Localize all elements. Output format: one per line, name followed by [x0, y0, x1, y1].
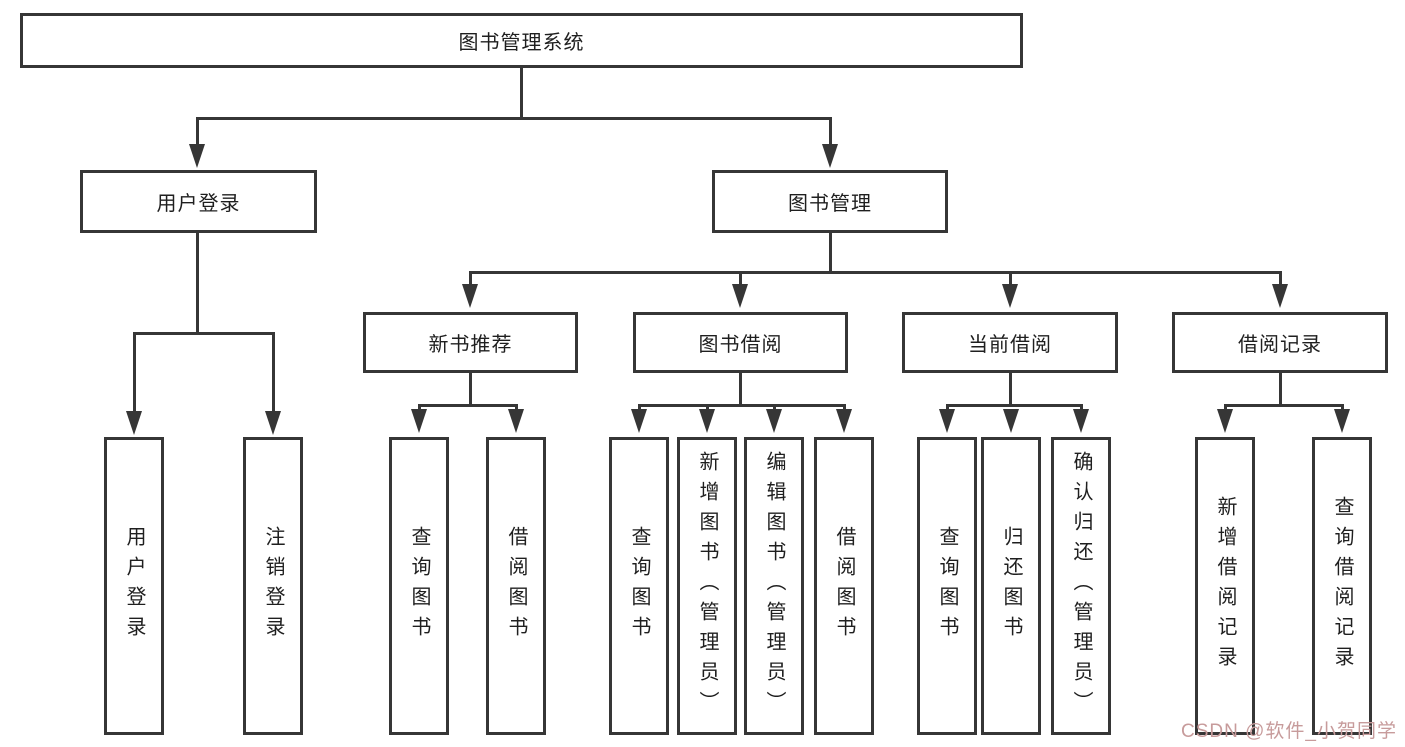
connector-line [772, 405, 776, 411]
arrow-down-icon [1272, 284, 1288, 308]
connector-line [195, 117, 832, 120]
leaf-borrow-books-label: 借阅图书 [833, 526, 855, 646]
connector-line [195, 233, 199, 334]
leaf-add-borrow-record: 新增借阅记录 [1195, 437, 1255, 735]
leaf-return-books-label: 归还图书 [1000, 526, 1022, 646]
arrow-down-icon [265, 411, 281, 435]
connector-line [842, 405, 846, 411]
node-borrow-records: 借阅记录 [1172, 312, 1388, 373]
connector-line [637, 405, 641, 411]
leaf-confirm-return-admin-label: 确认归还（管理员） [1070, 451, 1092, 721]
arrow-down-icon [699, 409, 715, 433]
leaf-query-books-borrow: 查询图书 [609, 437, 669, 735]
arrow-down-icon [631, 409, 647, 433]
leaf-query-books-current-label: 查询图书 [936, 526, 958, 646]
connector-line [514, 405, 518, 411]
node-book-management: 图书管理 [712, 170, 948, 233]
node-user-login: 用户登录 [80, 170, 317, 233]
leaf-logout-label: 注销登录 [262, 526, 284, 646]
leaf-add-book-admin-label: 新增图书（管理员） [696, 451, 718, 721]
arrow-down-icon [1003, 409, 1019, 433]
leaf-borrow-books-recommend: 借阅图书 [486, 437, 546, 735]
node-new-book-recommend: 新书推荐 [363, 312, 578, 373]
connector-line [195, 118, 199, 146]
connector-line [738, 272, 742, 286]
connector-line [468, 270, 1282, 274]
node-book-borrow: 图书借阅 [633, 312, 848, 373]
connector-line [417, 403, 518, 407]
leaf-user-login-label: 用户登录 [123, 526, 145, 646]
connector-line [1008, 373, 1012, 407]
connector-line [1340, 405, 1344, 411]
connector-line [132, 331, 275, 335]
arrow-down-icon [1334, 409, 1350, 433]
connector-line [828, 118, 832, 146]
node-new-book-recommend-label: 新书推荐 [428, 334, 513, 356]
arrow-down-icon [508, 409, 524, 433]
leaf-logout: 注销登录 [243, 437, 303, 735]
arrow-down-icon [939, 409, 955, 433]
connector-line [468, 272, 472, 286]
node-book-management-label: 图书管理 [788, 193, 872, 215]
connector-line [705, 405, 709, 411]
connector-line [519, 68, 523, 120]
leaf-query-borrow-record: 查询借阅记录 [1312, 437, 1372, 735]
connector-line [132, 333, 136, 413]
leaf-query-books-recommend-label: 查询图书 [408, 526, 430, 646]
leaf-edit-book-admin: 编辑图书（管理员） [744, 437, 804, 735]
connector-line [417, 405, 421, 411]
arrow-down-icon [822, 144, 838, 168]
connector-line [1223, 405, 1227, 411]
node-user-login-label: 用户登录 [156, 193, 241, 215]
node-borrow-records-label: 借阅记录 [1238, 334, 1322, 356]
node-root-label: 图书管理系统 [458, 32, 585, 54]
node-current-borrow: 当前借阅 [902, 312, 1118, 373]
connector-line [271, 333, 275, 413]
connector-line [945, 403, 1083, 407]
arrow-down-icon [732, 284, 748, 308]
leaf-query-books-recommend: 查询图书 [389, 437, 449, 735]
connector-line [945, 405, 949, 411]
leaf-query-books-borrow-label: 查询图书 [628, 526, 650, 646]
leaf-add-borrow-record-label: 新增借阅记录 [1214, 496, 1236, 676]
arrow-down-icon [462, 284, 478, 308]
leaf-query-borrow-record-label: 查询借阅记录 [1331, 496, 1353, 676]
arrow-down-icon [836, 409, 852, 433]
connector-line [738, 373, 742, 407]
leaf-return-books: 归还图书 [981, 437, 1041, 735]
arrow-down-icon [1073, 409, 1089, 433]
connector-line [1223, 403, 1344, 407]
arrow-down-icon [766, 409, 782, 433]
connector-line [468, 373, 472, 407]
connector-line [828, 233, 832, 274]
node-root: 图书管理系统 [20, 13, 1023, 68]
arrow-down-icon [126, 411, 142, 435]
leaf-edit-book-admin-label: 编辑图书（管理员） [763, 451, 785, 721]
leaf-user-login: 用户登录 [104, 437, 164, 735]
leaf-confirm-return-admin: 确认归还（管理员） [1051, 437, 1111, 735]
arrow-down-icon [1002, 284, 1018, 308]
node-current-borrow-label: 当前借阅 [968, 334, 1052, 356]
leaf-borrow-books-recommend-label: 借阅图书 [505, 526, 527, 646]
leaf-add-book-admin: 新增图书（管理员） [677, 437, 737, 735]
arrow-down-icon [1217, 409, 1233, 433]
leaf-borrow-books: 借阅图书 [814, 437, 874, 735]
connector-line [637, 403, 846, 407]
connector-line [1079, 405, 1083, 411]
connector-line [1278, 272, 1282, 286]
leaf-query-books-current: 查询图书 [917, 437, 977, 735]
node-book-borrow-label: 图书借阅 [698, 334, 783, 356]
watermark: CSDN @软件_小贺同学 [1181, 721, 1397, 742]
arrow-down-icon [411, 409, 427, 433]
connector-line [1008, 272, 1012, 286]
arrow-down-icon [189, 144, 205, 168]
connector-line [1278, 373, 1282, 407]
